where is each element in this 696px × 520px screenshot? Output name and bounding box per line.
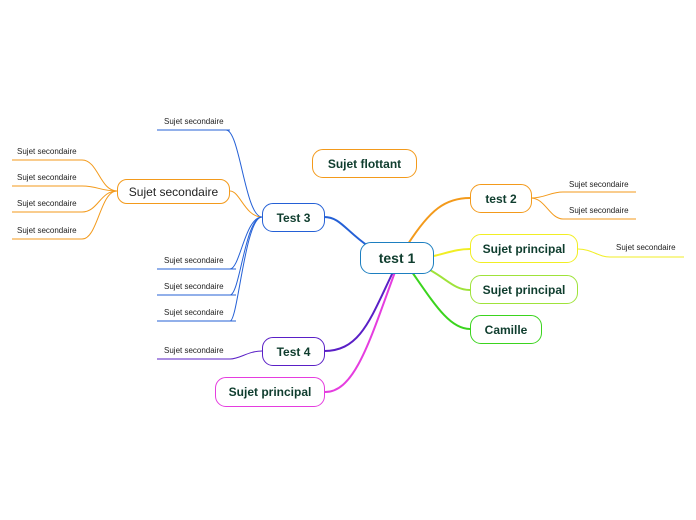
connector-test3-top-child <box>225 129 263 218</box>
connector-test3-bottom-child-2 <box>229 216 263 296</box>
topic-test3[interactable]: Test 3 <box>262 203 325 232</box>
connector-secondary-child-1 <box>81 159 118 192</box>
topic-camille[interactable]: Camille <box>470 315 542 344</box>
connector-root-test3 <box>323 216 369 247</box>
connector-root-principal2 <box>429 269 471 291</box>
topic-principal-1[interactable]: Sujet principal <box>470 234 578 263</box>
connector-root-camille <box>411 271 471 330</box>
subtopic-test2-2[interactable]: Sujet secondaire <box>569 206 629 215</box>
connector-test3-secondary <box>229 190 263 218</box>
connector-test2-child-1 <box>530 191 564 199</box>
connector-secondary-child-3 <box>81 190 118 213</box>
topic-principal-1-label: Sujet principal <box>482 241 566 256</box>
subtopic-secondary-1[interactable]: Sujet secondaire <box>17 147 77 156</box>
topic-test2-label: test 2 <box>485 191 517 206</box>
topic-camille-label: Camille <box>484 322 528 337</box>
connector-root-principal1 <box>433 248 471 257</box>
subtopic-test3-bottom-2[interactable]: Sujet secondaire <box>164 282 224 291</box>
connector-test3-bottom-child-1 <box>229 216 263 270</box>
connector-root-principal-left <box>324 271 396 393</box>
subtopic-test2-1[interactable]: Sujet secondaire <box>569 180 629 189</box>
topic-principal-left[interactable]: Sujet principal <box>215 377 325 407</box>
floating-topic-label: Sujet flottant <box>327 156 402 171</box>
root-label: test 1 <box>378 250 416 266</box>
floating-topic[interactable]: Sujet flottant <box>312 149 417 178</box>
connector-root-test2 <box>407 197 471 245</box>
topic-test3-label: Test 3 <box>276 210 311 225</box>
subtopic-test3-bottom-1[interactable]: Sujet secondaire <box>164 256 224 265</box>
connector-test4-child <box>229 350 263 360</box>
topic-test4-label: Test 4 <box>276 344 311 359</box>
topic-test3-secondary[interactable]: Sujet secondaire <box>117 179 230 204</box>
subtopic-secondary-2[interactable]: Sujet secondaire <box>17 173 77 182</box>
subtopic-secondary-4[interactable]: Sujet secondaire <box>17 226 77 235</box>
topic-principal-2[interactable]: Sujet principal <box>470 275 578 304</box>
subtopic-test3-top[interactable]: Sujet secondaire <box>164 117 224 126</box>
subtopic-principal1-child[interactable]: Sujet secondaire <box>616 243 676 252</box>
topic-test4[interactable]: Test 4 <box>262 337 325 366</box>
topic-principal-left-label: Sujet principal <box>228 385 312 399</box>
root-node[interactable]: test 1 <box>360 242 434 274</box>
subtopic-test4-child[interactable]: Sujet secondaire <box>164 346 224 355</box>
connector-principal1-child <box>577 248 611 258</box>
connector-secondary-child-2 <box>81 185 118 192</box>
topic-principal-2-label: Sujet principal <box>482 282 566 297</box>
connector-root-test4 <box>323 271 394 352</box>
topic-test3-secondary-label: Sujet secondaire <box>128 184 219 199</box>
connector-secondary-child-4 <box>81 190 118 240</box>
connector-test2-child-2 <box>530 197 564 220</box>
connector-test3-bottom-child-3 <box>229 216 263 322</box>
subtopic-secondary-3[interactable]: Sujet secondaire <box>17 199 77 208</box>
topic-test2[interactable]: test 2 <box>470 184 532 213</box>
subtopic-test3-bottom-3[interactable]: Sujet secondaire <box>164 308 224 317</box>
